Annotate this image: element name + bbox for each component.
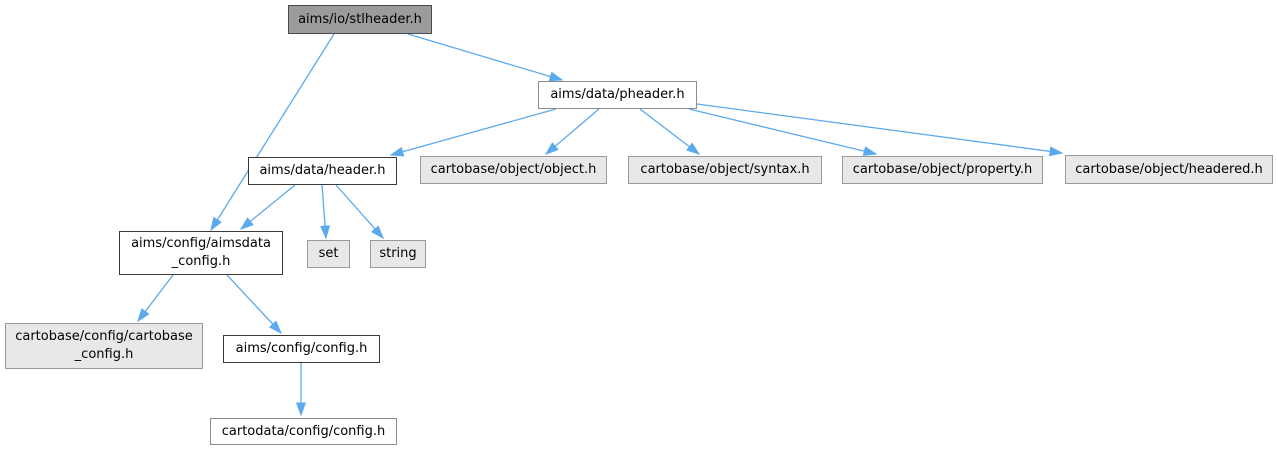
edge-aims-data-pheader-h--cartobase-object-property-h	[688, 108, 878, 156]
node-cartobase-object-syntax-h: cartobase/object/syntax.h	[628, 156, 822, 184]
node-aims-io-stlheader-h: aims/io/stlheader.h	[288, 5, 432, 34]
node-aims-data-header-h[interactable]: aims/data/header.h	[248, 157, 397, 185]
node-aims-config-aimsdata-config-h[interactable]: aims/config/aimsdata _config.h	[119, 231, 283, 275]
edge-aims-config-aimsdata-config-h--aims-config-config-h	[226, 274, 283, 335]
node-cartobase-object-property-h: cartobase/object/property.h	[842, 156, 1043, 184]
node-label: set	[318, 246, 339, 261]
edge-aims-data-header-h--set	[320, 184, 331, 240]
node-label: _config.h	[171, 254, 231, 269]
node-cartobase-object-object-h: cartobase/object/object.h	[420, 156, 607, 184]
node-label: aims/config/config.h	[235, 341, 368, 356]
node-label: aims/data/pheader.h	[550, 87, 685, 102]
edge-aims-data-pheader-h--cartobase-object-object-h	[544, 108, 600, 155]
node-label: aims/data/header.h	[259, 163, 386, 178]
node-set: set	[307, 240, 350, 268]
edge-aims-config-aimsdata-config-h--cartobase-config-cartobase-config-h	[137, 274, 174, 323]
node-string: string	[370, 240, 426, 268]
node-label: aims/config/aimsdata	[131, 236, 271, 251]
edge-aims-data-pheader-h--cartobase-object-headered-h	[696, 103, 1064, 157]
node-cartobase-config-cartobase-config-h: cartobase/config/cartobase _config.h	[5, 323, 203, 369]
node-label: cartobase/object/object.h	[430, 162, 597, 177]
node-label: cartobase/config/cartobase	[15, 329, 193, 344]
node-aims-data-pheader-h[interactable]: aims/data/pheader.h	[538, 81, 697, 109]
node-label: _config.h	[74, 347, 134, 362]
node-label: aims/io/stlheader.h	[298, 11, 422, 27]
edge-aims-data-header-h--aims-config-aimsdata-config-h	[239, 184, 296, 230]
node-label: string	[379, 246, 417, 261]
node-label: cartodata/config/config.h	[221, 423, 386, 439]
node-cartodata-config-config-h[interactable]: cartodata/config/config.h	[210, 418, 397, 445]
node-label: cartobase/object/property.h	[852, 162, 1033, 177]
node-label: cartobase/object/syntax.h	[640, 162, 810, 177]
edge-aims-io-stlheader-h--aims-config-aimsdata-config-h	[210, 33, 335, 232]
edge-aims-data-pheader-h--aims-data-header-h	[389, 108, 557, 157]
node-label: cartobase/object/headered.h	[1075, 161, 1263, 177]
node-aims-config-config-h[interactable]: aims/config/config.h	[223, 335, 380, 363]
edge-aims-io-stlheader-h--aims-data-pheader-h	[407, 33, 564, 82]
node-cartobase-object-headered-h: cartobase/object/headered.h	[1065, 155, 1273, 184]
edge-aims-data-pheader-h--cartobase-object-syntax-h	[639, 108, 701, 155]
edge-aims-data-header-h--string	[335, 184, 384, 240]
